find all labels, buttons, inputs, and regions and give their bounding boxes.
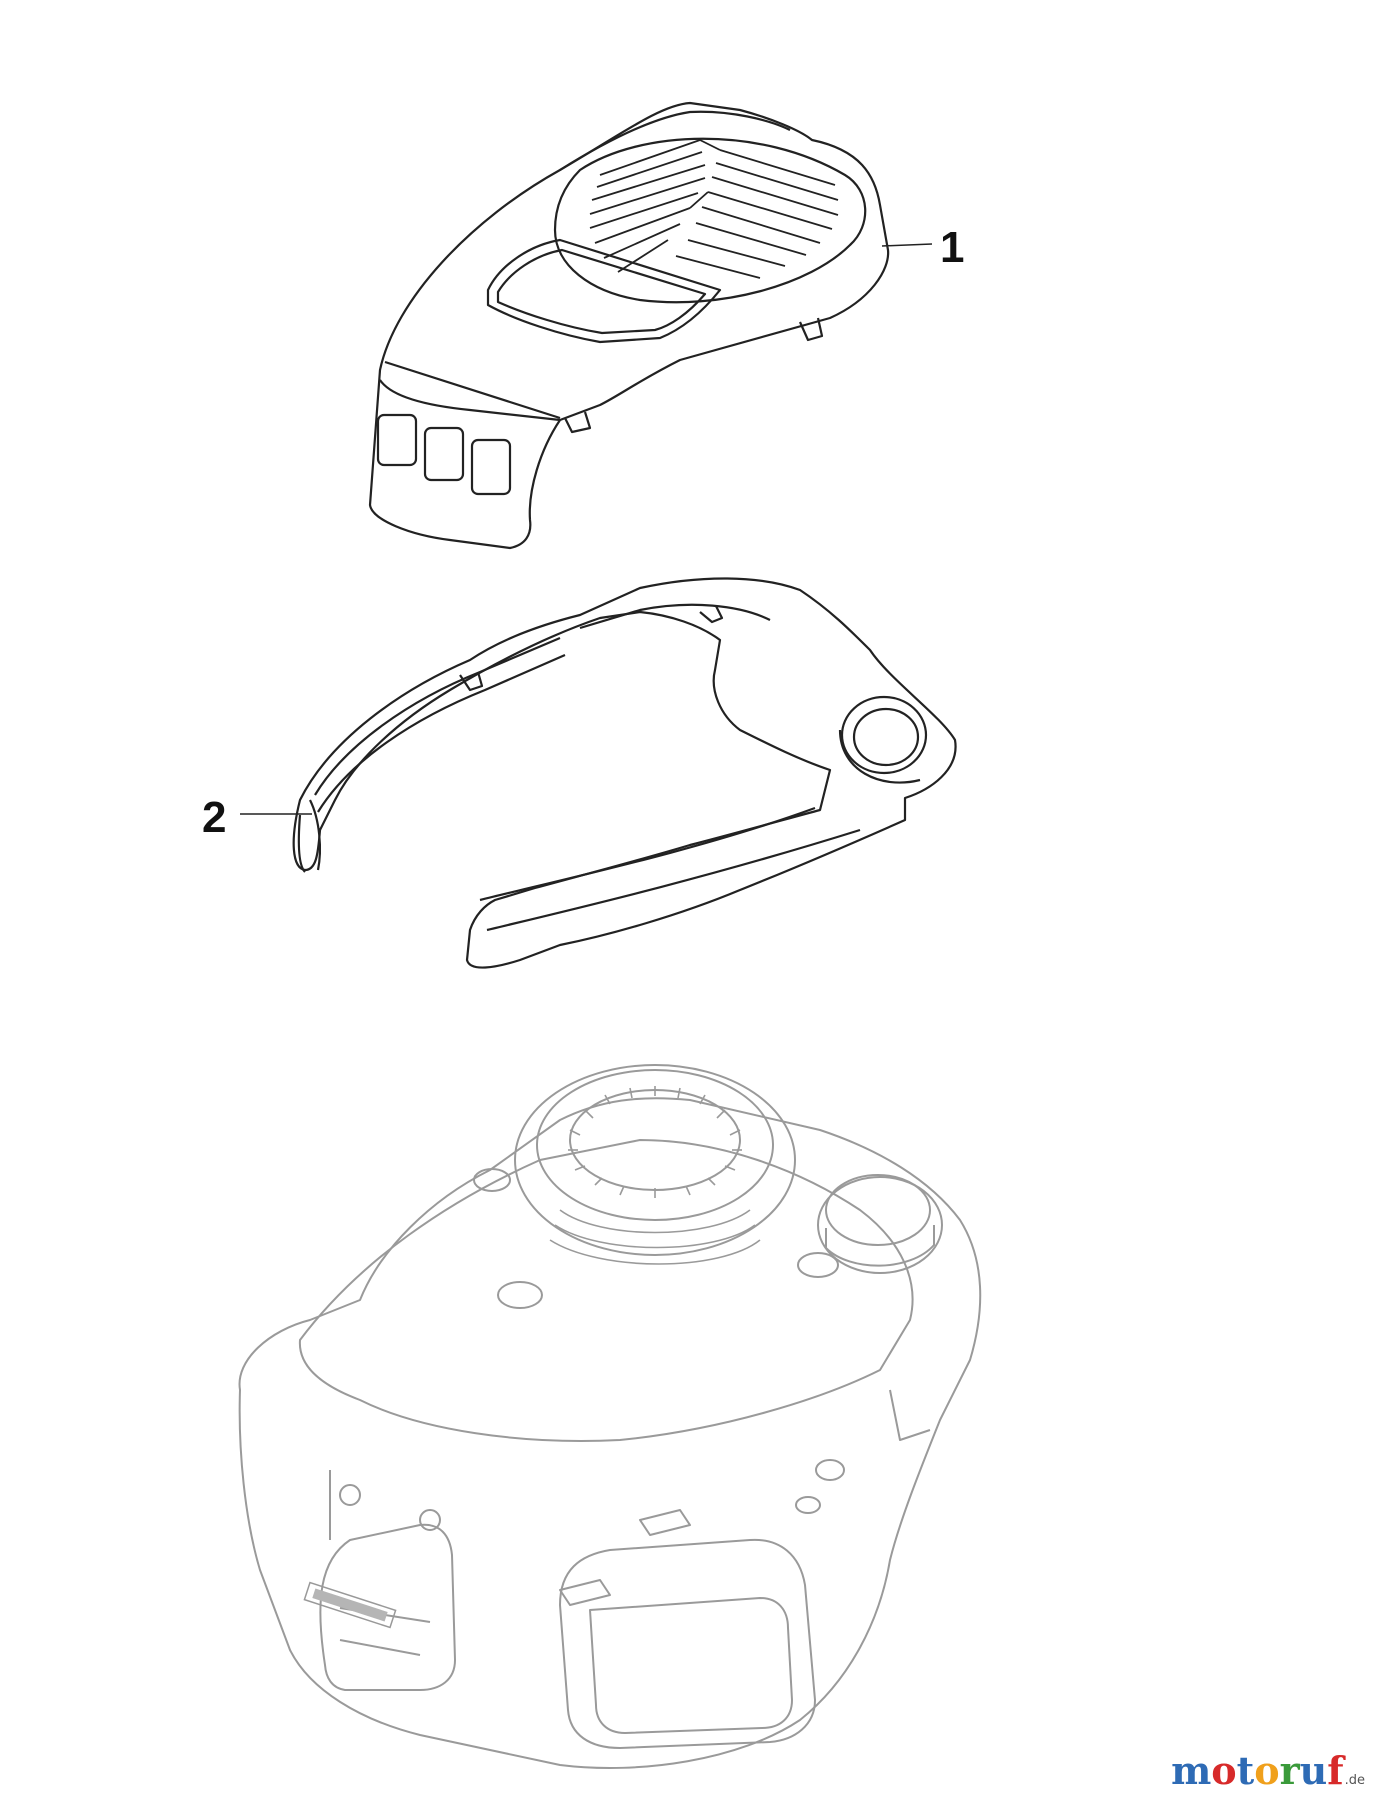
watermark-letter: t — [1236, 1748, 1255, 1793]
shroud-ring-icon — [292, 577, 957, 969]
leader-line-1 — [881, 243, 933, 247]
callout-1: 1 — [940, 223, 965, 272]
watermark-letter: o — [1254, 1748, 1280, 1793]
shroud-top-cover-icon — [368, 101, 890, 550]
watermark-letter: u — [1299, 1748, 1328, 1793]
watermark-letter: m — [1171, 1748, 1212, 1793]
watermark-suffix: .de — [1344, 1773, 1365, 1788]
watermark-logo: motoruf.de — [1171, 1748, 1365, 1793]
callout-2: 2 — [202, 793, 227, 842]
watermark-letter: o — [1211, 1748, 1237, 1793]
engine-icon — [238, 1064, 982, 1769]
engine-brand-plate — [303, 1581, 397, 1629]
watermark-letter: r — [1279, 1748, 1300, 1793]
watermark-letter: f — [1327, 1748, 1344, 1793]
